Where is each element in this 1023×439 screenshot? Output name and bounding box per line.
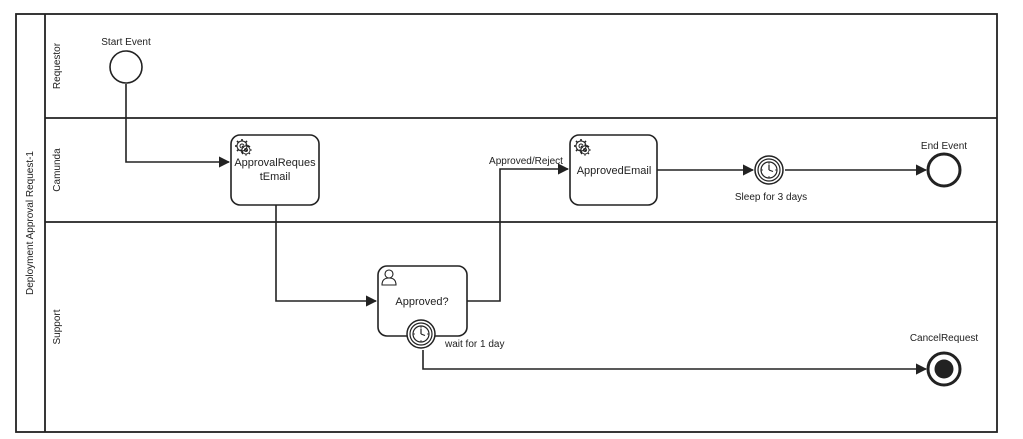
flow-approved-to-approved-email[interactable] (467, 163, 570, 302)
start-event[interactable] (109, 50, 143, 84)
lane-label-support: Support (52, 309, 63, 344)
task-approved-email[interactable]: ApprovedEmail (569, 134, 658, 206)
clock-icon (754, 155, 784, 185)
clock-icon (406, 319, 436, 349)
task-label-line2: tEmail (260, 171, 291, 183)
lane-label-camunda: Camunda (52, 148, 63, 192)
start-event-label: Start Event (101, 37, 151, 48)
task-label-line1: ApprovalReques (234, 157, 316, 169)
sequence-flows: Approved/Reject (125, 84, 928, 375)
task-approved-label: Approved? (395, 296, 448, 308)
task-approval-request-email[interactable]: ApprovalReques tEmail (230, 134, 320, 206)
flow-approval-request-to-approved[interactable] (275, 205, 378, 307)
cancel-request-label: CancelRequest (910, 333, 979, 344)
flow-start-to-approval-request[interactable] (125, 84, 231, 168)
user-icon (381, 269, 397, 286)
flow-wait-timer-to-cancel[interactable] (422, 350, 928, 375)
end-event[interactable] (926, 152, 962, 188)
sleep-timer-label: Sleep for 3 days (735, 192, 807, 203)
pool-label: Deployment Approval Request-1 (25, 151, 36, 295)
wait-timer-label: wait for 1 day (444, 339, 504, 350)
flow-label-approved-reject: Approved/Reject (489, 156, 563, 167)
lanes: Requestor Camunda Support (45, 42, 997, 345)
cancel-request-event[interactable] (926, 351, 962, 387)
lane-label-requestor: Requestor (52, 42, 63, 89)
sleep-timer-event[interactable] (754, 155, 784, 185)
task-approved-email-label: ApprovedEmail (577, 165, 652, 177)
wait-timer-event[interactable] (406, 319, 436, 349)
task-approved[interactable]: Approved? (377, 265, 468, 337)
pool: Deployment Approval Request-1 (15, 13, 998, 433)
end-event-label: End Event (921, 141, 967, 152)
